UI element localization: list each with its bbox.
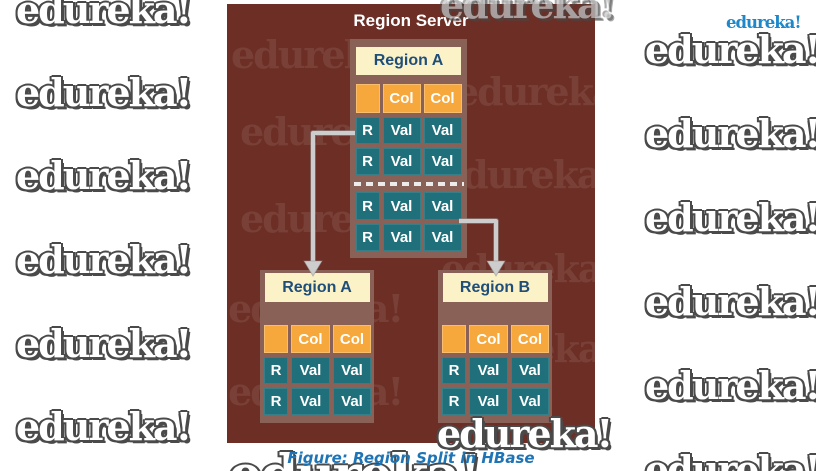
value-cell: Val <box>423 148 462 175</box>
row-key-cell: R <box>355 117 380 144</box>
edureka-watermark: edureka! <box>16 70 192 115</box>
edureka-watermark-faint: edureka! <box>455 69 595 114</box>
value-cell: Val <box>511 357 549 384</box>
region-server-panel: edureka! edureka! edureka! edureka! edur… <box>227 4 595 443</box>
child-region-b-label: Region B <box>442 273 548 302</box>
parent-region-table-upper: Col Col R Val Val R Val Val <box>355 84 462 175</box>
row-key-cell: R <box>264 357 288 384</box>
column-header-cell: Col <box>511 325 549 353</box>
value-cell: Val <box>382 117 421 144</box>
row-key-cell: R <box>442 388 466 415</box>
column-header-cell: Col <box>423 84 462 113</box>
edureka-watermark: edureka! <box>645 279 816 324</box>
row-key-cell: R <box>355 224 380 251</box>
value-cell: Val <box>423 117 462 144</box>
region-server-title: Region Server <box>353 11 469 30</box>
child-region-b-container: Region B Col Col R Val Val R Val Val <box>438 270 552 423</box>
value-cell: Val <box>291 388 330 415</box>
dashed-split-line <box>353 181 464 186</box>
edureka-watermark: edureka! <box>16 153 192 198</box>
edureka-watermark: edureka! <box>645 363 816 408</box>
corner-cell <box>442 325 466 353</box>
value-cell: Val <box>382 192 421 220</box>
value-cell: Val <box>469 357 508 384</box>
row-key-cell: R <box>355 192 380 220</box>
edureka-watermark: edureka! <box>645 447 816 471</box>
row-key-cell: R <box>264 388 288 415</box>
edureka-watermark: edureka! <box>645 27 816 72</box>
parent-region-container: Region A Col Col R Val Val R Val Val R V… <box>350 39 467 258</box>
column-header-cell: Col <box>469 325 508 353</box>
value-cell: Val <box>423 224 462 251</box>
parent-region-table-lower: R Val Val R Val Val <box>355 192 462 251</box>
value-cell: Val <box>382 148 421 175</box>
edureka-watermark: edureka! <box>16 237 192 282</box>
row-key-cell: R <box>355 148 380 175</box>
figure-caption: Figure: Region Split in HBase <box>287 449 535 467</box>
edureka-watermark: edureka! <box>16 0 192 32</box>
value-cell: Val <box>382 224 421 251</box>
column-header-cell: Col <box>291 325 330 353</box>
value-cell: Val <box>423 192 462 220</box>
parent-region-label: Region A <box>356 47 461 75</box>
edureka-watermark: edureka! <box>16 404 192 449</box>
value-cell: Val <box>333 357 371 384</box>
child-region-b-table: Col Col R Val Val R Val Val <box>442 325 549 415</box>
corner-cell <box>264 325 288 353</box>
column-header-cell: Col <box>382 84 421 113</box>
edureka-watermark: edureka! <box>16 321 192 366</box>
child-region-a-container: Region A Col Col R Val Val R Val Val <box>260 270 374 423</box>
edureka-watermark: edureka! <box>645 111 816 156</box>
corner-cell <box>355 84 380 113</box>
child-region-a-table: Col Col R Val Val R Val Val <box>264 325 371 415</box>
column-header-cell: Col <box>333 325 371 353</box>
region-split-divider <box>350 175 467 192</box>
row-key-cell: R <box>442 357 466 384</box>
value-cell: Val <box>333 388 371 415</box>
value-cell: Val <box>511 388 549 415</box>
edureka-logo: edureka! <box>726 13 802 32</box>
child-region-a-label: Region A <box>264 273 370 302</box>
value-cell: Val <box>469 388 508 415</box>
value-cell: Val <box>291 357 330 384</box>
edureka-watermark: edureka! <box>645 195 816 240</box>
